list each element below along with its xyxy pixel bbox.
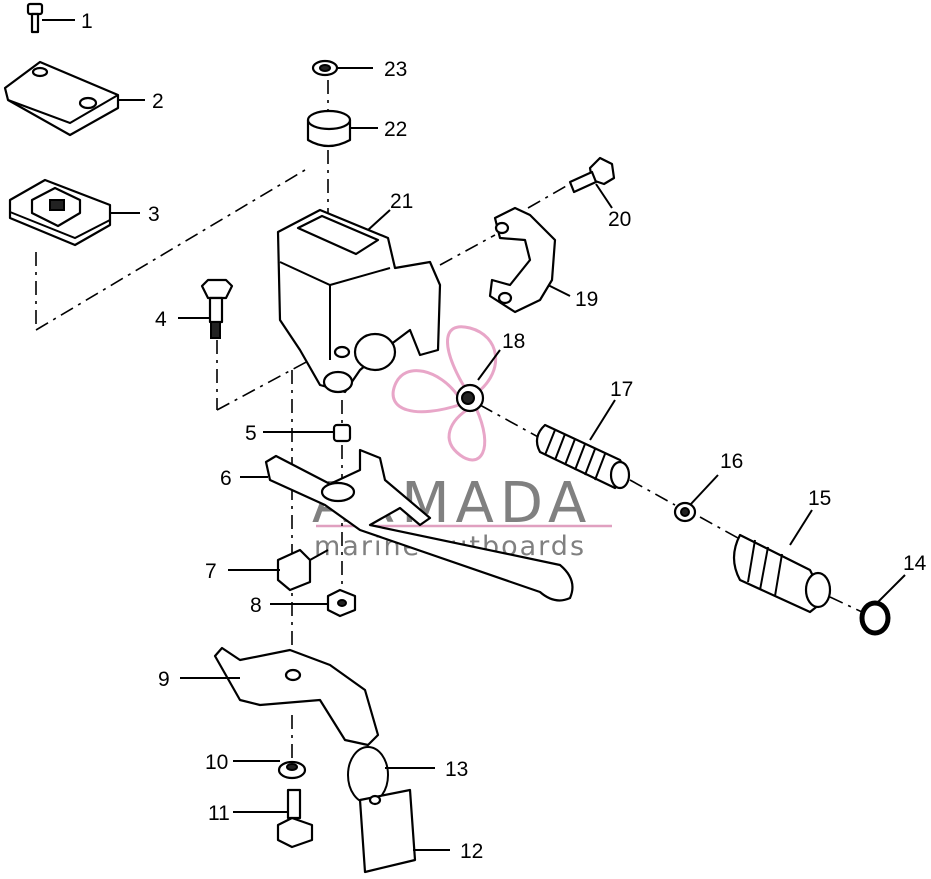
part-4-bolt	[200, 278, 234, 339]
callout-17: 17	[610, 378, 633, 401]
callout-2: 2	[152, 90, 164, 113]
part-20-bolt	[568, 156, 616, 194]
part-6-lever	[264, 448, 574, 602]
callout-20: 20	[608, 208, 631, 231]
callout-12: 12	[460, 840, 483, 863]
callout-15: 15	[808, 487, 831, 510]
part-10-washer-nut	[277, 760, 307, 780]
part-21-master-cylinder-body	[276, 208, 442, 394]
assembly-lines	[35, 80, 863, 815]
part-16-washer	[673, 501, 697, 523]
callout-21: 21	[390, 190, 413, 213]
callout-1: 1	[81, 10, 93, 33]
callout-10: 10	[205, 751, 228, 774]
part-8-nut	[326, 588, 357, 618]
leader-lines	[42, 19, 906, 851]
callout-4: 4	[155, 308, 167, 331]
callout-19: 19	[575, 288, 598, 311]
part-18-pivot-bushing	[455, 383, 485, 413]
part-7-spring	[276, 548, 329, 592]
callout-16: 16	[720, 450, 743, 473]
part-17-spring	[535, 423, 631, 490]
part-2-reservoir-cap	[3, 60, 120, 137]
part-19-clamp	[488, 206, 557, 314]
callout-11: 11	[208, 802, 230, 825]
callout-numbers: 1 2 3 4 5 6 7 8 9 10 11 12 13 14 15 16 1…	[81, 10, 927, 863]
part-23-washer	[311, 59, 339, 77]
callout-18: 18	[502, 330, 525, 353]
callout-23: 23	[384, 58, 407, 81]
callout-5: 5	[245, 422, 257, 445]
part-1-screw	[26, 2, 44, 34]
callout-7: 7	[205, 560, 217, 583]
part-9-bracket	[213, 646, 380, 747]
part-22-piston	[306, 109, 352, 148]
callout-3: 3	[148, 203, 160, 226]
callout-22: 22	[384, 118, 407, 141]
part-14-o-ring	[859, 600, 891, 636]
part-15-piston-assembly	[732, 533, 832, 614]
part-5-adjuster	[332, 423, 352, 443]
callout-13: 13	[445, 758, 468, 781]
callout-14: 14	[903, 552, 927, 575]
callout-6: 6	[220, 467, 232, 490]
part-11-bolt	[276, 788, 314, 849]
callout-8: 8	[250, 594, 262, 617]
part-12-tag	[358, 788, 417, 874]
callout-9: 9	[158, 668, 170, 691]
part-3-diaphragm	[8, 178, 112, 247]
